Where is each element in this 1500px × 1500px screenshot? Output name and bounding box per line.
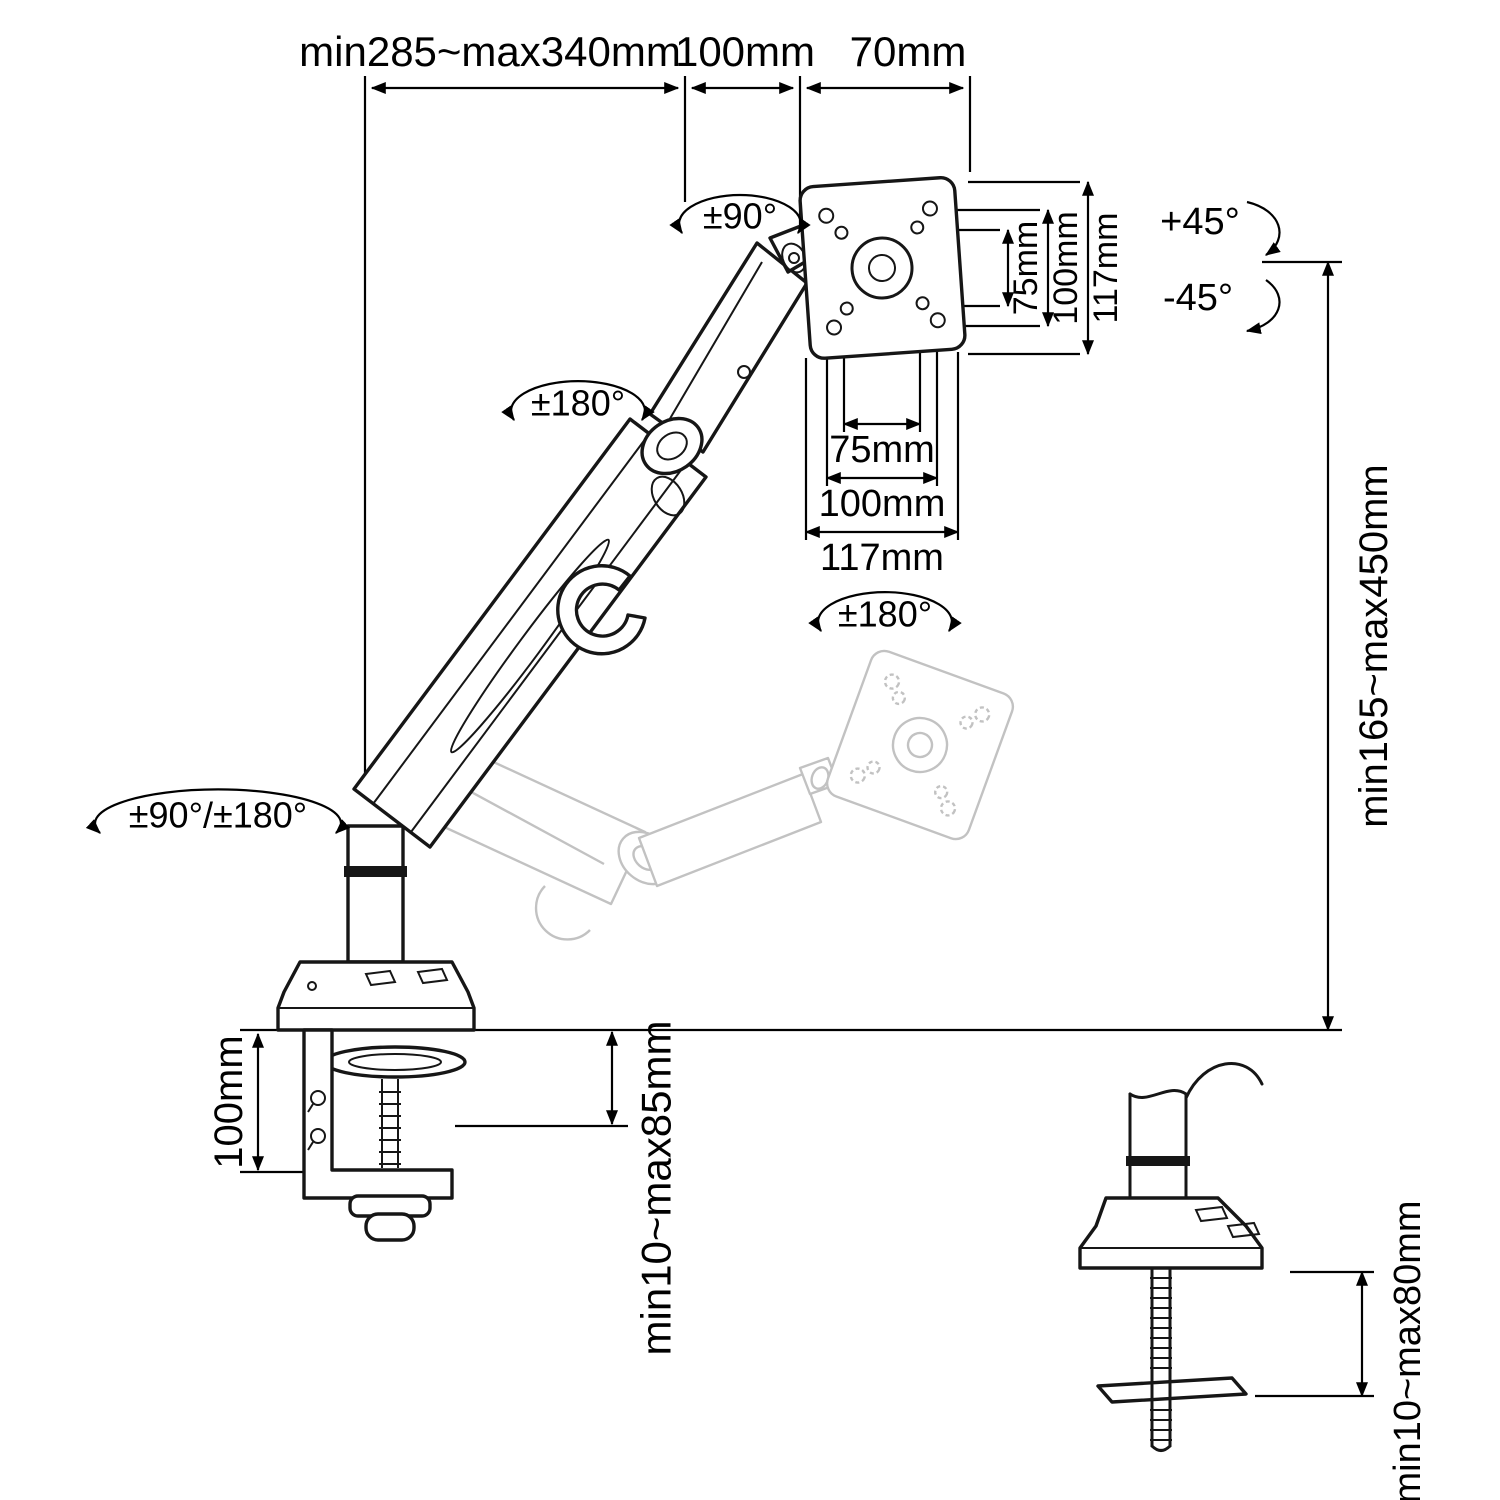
grommet-pole-ring bbox=[1126, 1156, 1190, 1166]
label-height-range: min165~max450mm bbox=[1352, 464, 1396, 828]
label-vesa-offset: 70mm bbox=[850, 28, 967, 75]
rotation-annotations: ±90° ±180° ±180° ±90°/±180° +45° -45° bbox=[85, 193, 1281, 836]
label-grommet-desk-thickness: min10~max80mm bbox=[1387, 1200, 1429, 1500]
keyhole-slot bbox=[310, 1090, 326, 1106]
pole-cutaway-curve bbox=[1184, 1062, 1264, 1100]
tilt-up-arrow bbox=[1246, 200, 1281, 256]
base-slot bbox=[1226, 1221, 1261, 1239]
pole-ring bbox=[344, 866, 407, 877]
clamp-pad bbox=[323, 1045, 467, 1079]
label-vesa-vertical-117: 117mm bbox=[1087, 213, 1125, 324]
label-clamp-height: 100mm bbox=[207, 1035, 251, 1168]
grommet-plate bbox=[1096, 1376, 1248, 1404]
ghost-vesa-plate bbox=[825, 649, 1015, 841]
keyhole-slot bbox=[310, 1128, 326, 1144]
grommet-base bbox=[1078, 1196, 1264, 1270]
base-slot bbox=[416, 967, 449, 985]
swivel-rotation-arrow bbox=[669, 193, 811, 234]
vesa-hole-75 bbox=[834, 225, 849, 240]
label-monitor-rotation: ±180° bbox=[838, 594, 932, 635]
grommet-pole bbox=[1128, 1089, 1188, 1099]
label-monitor-swivel: ±90° bbox=[703, 196, 777, 237]
vesa-plate bbox=[798, 176, 967, 360]
label-clamp-desk-thickness: min10~max85mm bbox=[633, 1021, 680, 1356]
elbow-joint bbox=[640, 416, 704, 476]
grommet-mount-detail bbox=[1078, 1062, 1264, 1452]
ghost-upper-arm bbox=[637, 772, 823, 888]
vesa-center-hub bbox=[850, 236, 914, 300]
monitor-rotation-arrow bbox=[808, 591, 962, 632]
base-slot bbox=[1194, 1205, 1229, 1223]
label-base-rotation: ±90°/±180° bbox=[129, 795, 307, 836]
arm-slot bbox=[449, 538, 611, 754]
monitor-arm-assembly bbox=[276, 176, 967, 1242]
label-elbow-rotation: ±180° bbox=[531, 383, 625, 424]
dimension-labels: min285~max340mm 100mm 70mm 75mm 100mm 11… bbox=[207, 28, 1429, 1500]
label-pivot-offset: 100mm bbox=[675, 28, 815, 75]
label-tilt-down: -45° bbox=[1163, 277, 1233, 319]
vesa-hole-100 bbox=[826, 319, 843, 336]
clamp-bracket bbox=[302, 1028, 454, 1200]
base-rotation-arrow bbox=[85, 788, 351, 834]
label-vesa-vertical-75: 75mm bbox=[1007, 221, 1045, 315]
tilt-down-arrow bbox=[1245, 279, 1281, 335]
label-vesa-vertical-100: 100mm bbox=[1047, 211, 1085, 324]
vesa-hole-100 bbox=[818, 207, 835, 224]
vesa-hole-75 bbox=[839, 301, 854, 316]
vesa-hole-100 bbox=[929, 312, 946, 329]
clamp-base bbox=[276, 960, 476, 1032]
label-vesa-horizontal-117: 117mm bbox=[820, 537, 944, 579]
label-arm-reach: min285~max340mm bbox=[299, 28, 681, 75]
vesa-hole-75 bbox=[910, 220, 925, 235]
vesa-hole-100 bbox=[921, 200, 938, 217]
vesa-hole-75 bbox=[915, 296, 930, 311]
base-slot bbox=[364, 969, 397, 987]
elbow-rotation-arrow bbox=[501, 380, 655, 421]
label-vesa-horizontal-75: 75mm bbox=[829, 429, 935, 471]
label-vesa-horizontal-100: 100mm bbox=[819, 483, 946, 525]
ghost-cable-clip bbox=[534, 885, 591, 941]
cable-clip bbox=[556, 564, 647, 656]
label-tilt-up: +45° bbox=[1160, 201, 1240, 243]
pole bbox=[346, 824, 405, 964]
